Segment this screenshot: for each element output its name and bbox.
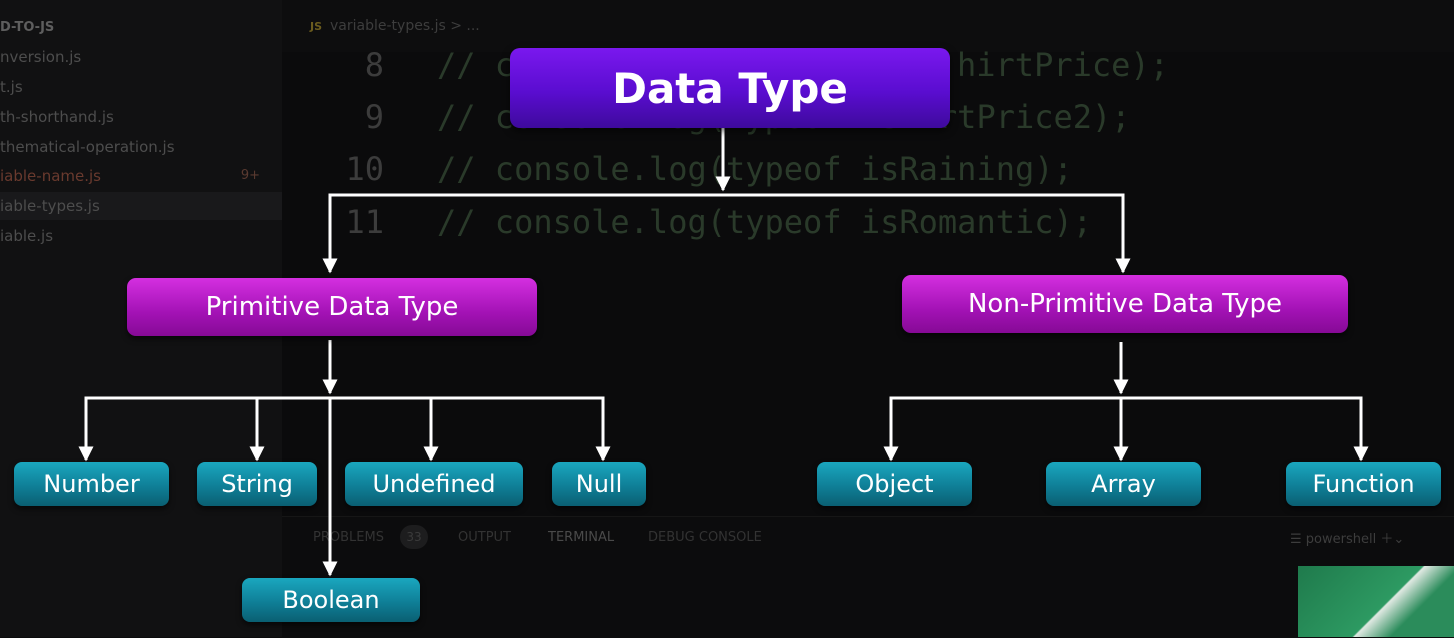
line-number: 8 — [364, 46, 384, 84]
code-text: // console.log(typeof isRomantic); — [437, 203, 1093, 241]
code-line[interactable]: 8 // c hirtPrice); — [282, 46, 1454, 98]
connector-primitive-branches — [84, 396, 605, 458]
node-primitive-data-type: Primitive Data Type — [127, 278, 537, 336]
node-string: String — [197, 462, 317, 506]
js-file-icon: JS — [310, 20, 323, 33]
line-number: 10 — [345, 150, 384, 188]
code-text: hirtPrice); — [957, 46, 1169, 84]
tab-terminal[interactable]: TERMINAL — [548, 530, 615, 545]
explorer-file[interactable]: thematical-operation.js — [0, 138, 175, 156]
node-data-type: Data Type — [510, 48, 950, 128]
line-number: 11 — [345, 203, 384, 241]
explorer-file[interactable]: iable.js — [0, 227, 54, 245]
plus-icon[interactable]: ＋ — [1376, 532, 1394, 547]
terminal-icon: ☰ — [1290, 532, 1306, 547]
node-number: Number — [14, 462, 169, 506]
connector-non-primitive-branches — [889, 396, 1363, 458]
chevron-down-icon[interactable]: ⌄ — [1393, 532, 1405, 547]
node-array: Array — [1046, 462, 1201, 506]
editor-tab-bar — [282, 0, 1454, 52]
explorer-file[interactable]: th-shorthand.js — [0, 108, 114, 126]
explorer-file[interactable]: nversion.js — [0, 48, 82, 66]
code-line[interactable]: 10 // console.log(typeof isRaining); — [282, 150, 1454, 202]
terminal-shell-selector[interactable]: ☰ powershell ＋⌄ — [1290, 532, 1405, 547]
problems-count-badge: 33 — [400, 525, 428, 549]
code-line[interactable]: 11 // console.log(typeof isRomantic); — [282, 203, 1454, 255]
node-non-primitive-data-type: Non-Primitive Data Type — [902, 275, 1348, 333]
bottom-panel — [282, 516, 1454, 638]
code-text: // console.log(typeof isRaining); — [437, 150, 1073, 188]
connector-root-branches — [328, 193, 1125, 270]
node-null: Null — [552, 462, 646, 506]
webcam-overlay — [1298, 566, 1454, 637]
error-count-badge: 9+ — [240, 168, 260, 183]
explorer-file[interactable]: t.js — [0, 78, 23, 96]
explorer-title: D-TO-JS — [0, 20, 55, 35]
line-number: 9 — [364, 98, 384, 136]
node-object: Object — [817, 462, 972, 506]
explorer-file-active[interactable]: iable-types.js — [0, 192, 282, 220]
node-function: Function — [1286, 462, 1441, 506]
tab-output[interactable]: OUTPUT — [458, 530, 511, 545]
tab-debug-console[interactable]: DEBUG CONSOLE — [648, 530, 762, 545]
code-text: // c — [437, 46, 515, 84]
node-undefined: Undefined — [345, 462, 523, 506]
node-boolean: Boolean — [242, 578, 420, 622]
